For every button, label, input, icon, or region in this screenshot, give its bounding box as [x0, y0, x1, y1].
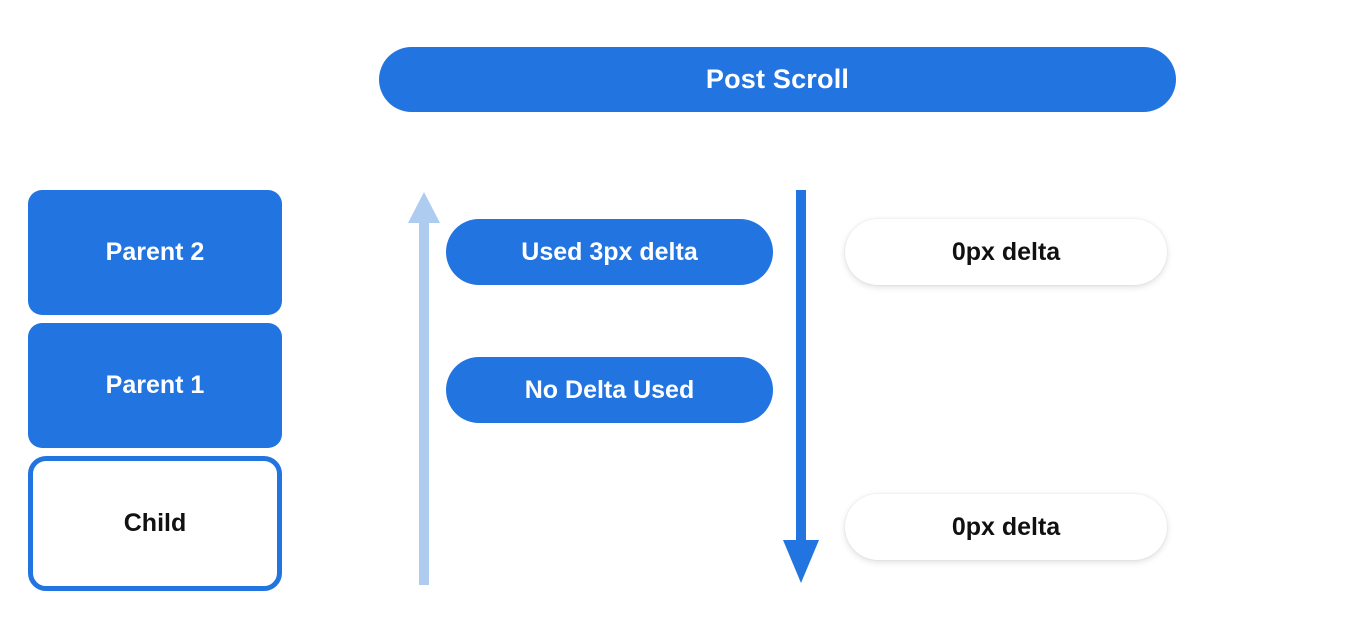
header-banner-label: Post Scroll [705, 64, 850, 94]
scroll-down-arrow [779, 190, 823, 590]
scroll-up-arrow [406, 190, 442, 590]
node-stack: Parent 2 Parent 1 Child [28, 190, 282, 591]
node-box-label: Child [123, 509, 187, 537]
node-box-label: Parent 2 [105, 238, 205, 266]
header-banner: Post Scroll [379, 47, 1176, 112]
result-pill-bottom: 0px delta [845, 494, 1167, 560]
result-pill-label: 0px delta [951, 237, 1061, 266]
delta-pill-label: No Delta Used [524, 375, 695, 404]
node-box-label: Parent 1 [105, 371, 205, 399]
result-pill-top: 0px delta [845, 219, 1167, 285]
delta-pill-label: Used 3px delta [521, 237, 698, 266]
delta-pill-used-3px: Used 3px delta [446, 219, 773, 285]
node-box-parent-1: Parent 1 [28, 323, 282, 448]
arrow-up-icon [408, 192, 440, 585]
result-pill-label: 0px delta [951, 512, 1061, 541]
delta-pill-no-delta: No Delta Used [446, 357, 773, 423]
node-box-parent-2: Parent 2 [28, 190, 282, 315]
arrow-down-icon [783, 190, 819, 583]
node-box-child: Child [28, 456, 282, 591]
